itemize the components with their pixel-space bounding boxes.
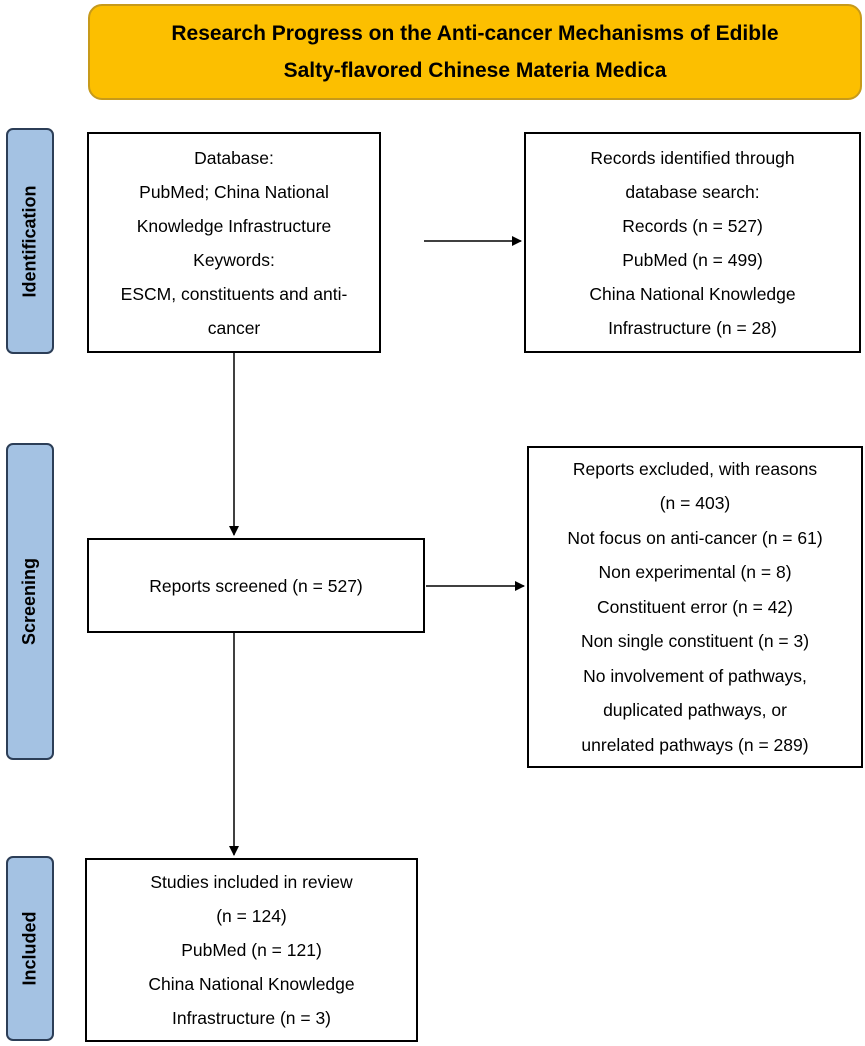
records-line: PubMed (n = 499): [622, 249, 763, 270]
database-line: ESCM, constituents and anti-: [120, 283, 348, 304]
database-line: PubMed; China National: [139, 181, 329, 202]
records-line: Infrastructure (n = 28): [608, 317, 777, 338]
database-box: Database: PubMed; China National Knowled…: [87, 132, 381, 353]
excluded-line: unrelated pathways (n = 289): [581, 734, 809, 755]
excluded-line: (n = 403): [659, 493, 731, 514]
stage-identification: Identification: [6, 128, 54, 354]
records-line: Records identified through: [590, 147, 795, 168]
records-box: Records identified through database sear…: [524, 132, 861, 353]
included-box: Studies included in review (n = 124) Pub…: [85, 858, 418, 1042]
included-line: PubMed (n = 121): [181, 940, 322, 960]
title-line-2: Salty-flavored Chinese Materia Medica: [283, 59, 667, 82]
excluded-line: Constituent error (n = 42): [597, 596, 793, 617]
excluded-line: Non single constituent (n = 3): [580, 631, 810, 652]
database-line: cancer: [207, 317, 261, 338]
included-line: Infrastructure (n = 3): [171, 1008, 332, 1028]
records-line: database search:: [625, 181, 760, 202]
screened-line: Reports screened (n = 527): [149, 575, 363, 596]
excluded-line: Non experimental (n = 8): [598, 562, 792, 583]
included-line: Studies included in review: [150, 872, 353, 892]
excluded-line: Reports excluded, with reasons: [572, 458, 818, 479]
excluded-line: Not focus on anti-cancer (n = 61): [567, 527, 823, 548]
excluded-box: Reports excluded, with reasons (n = 403)…: [527, 446, 863, 768]
excluded-line: No involvement of pathways,: [583, 665, 807, 686]
stage-included: Included: [6, 856, 54, 1041]
database-line: Knowledge Infrastructure: [136, 215, 332, 236]
included-line: China National Knowledge: [148, 974, 355, 994]
database-line: Keywords:: [193, 249, 275, 270]
title-banner: Research Progress on the Anti-cancer Mec…: [88, 4, 862, 100]
database-line: Database:: [194, 147, 274, 168]
screened-box: Reports screened (n = 527): [87, 538, 425, 633]
excluded-line: duplicated pathways, or: [603, 700, 787, 721]
stage-screening: Screening: [6, 443, 54, 760]
title-line-1: Research Progress on the Anti-cancer Mec…: [171, 22, 779, 45]
included-line: (n = 124): [216, 906, 287, 926]
records-line: China National Knowledge: [589, 283, 796, 304]
records-line: Records (n = 527): [622, 215, 763, 236]
